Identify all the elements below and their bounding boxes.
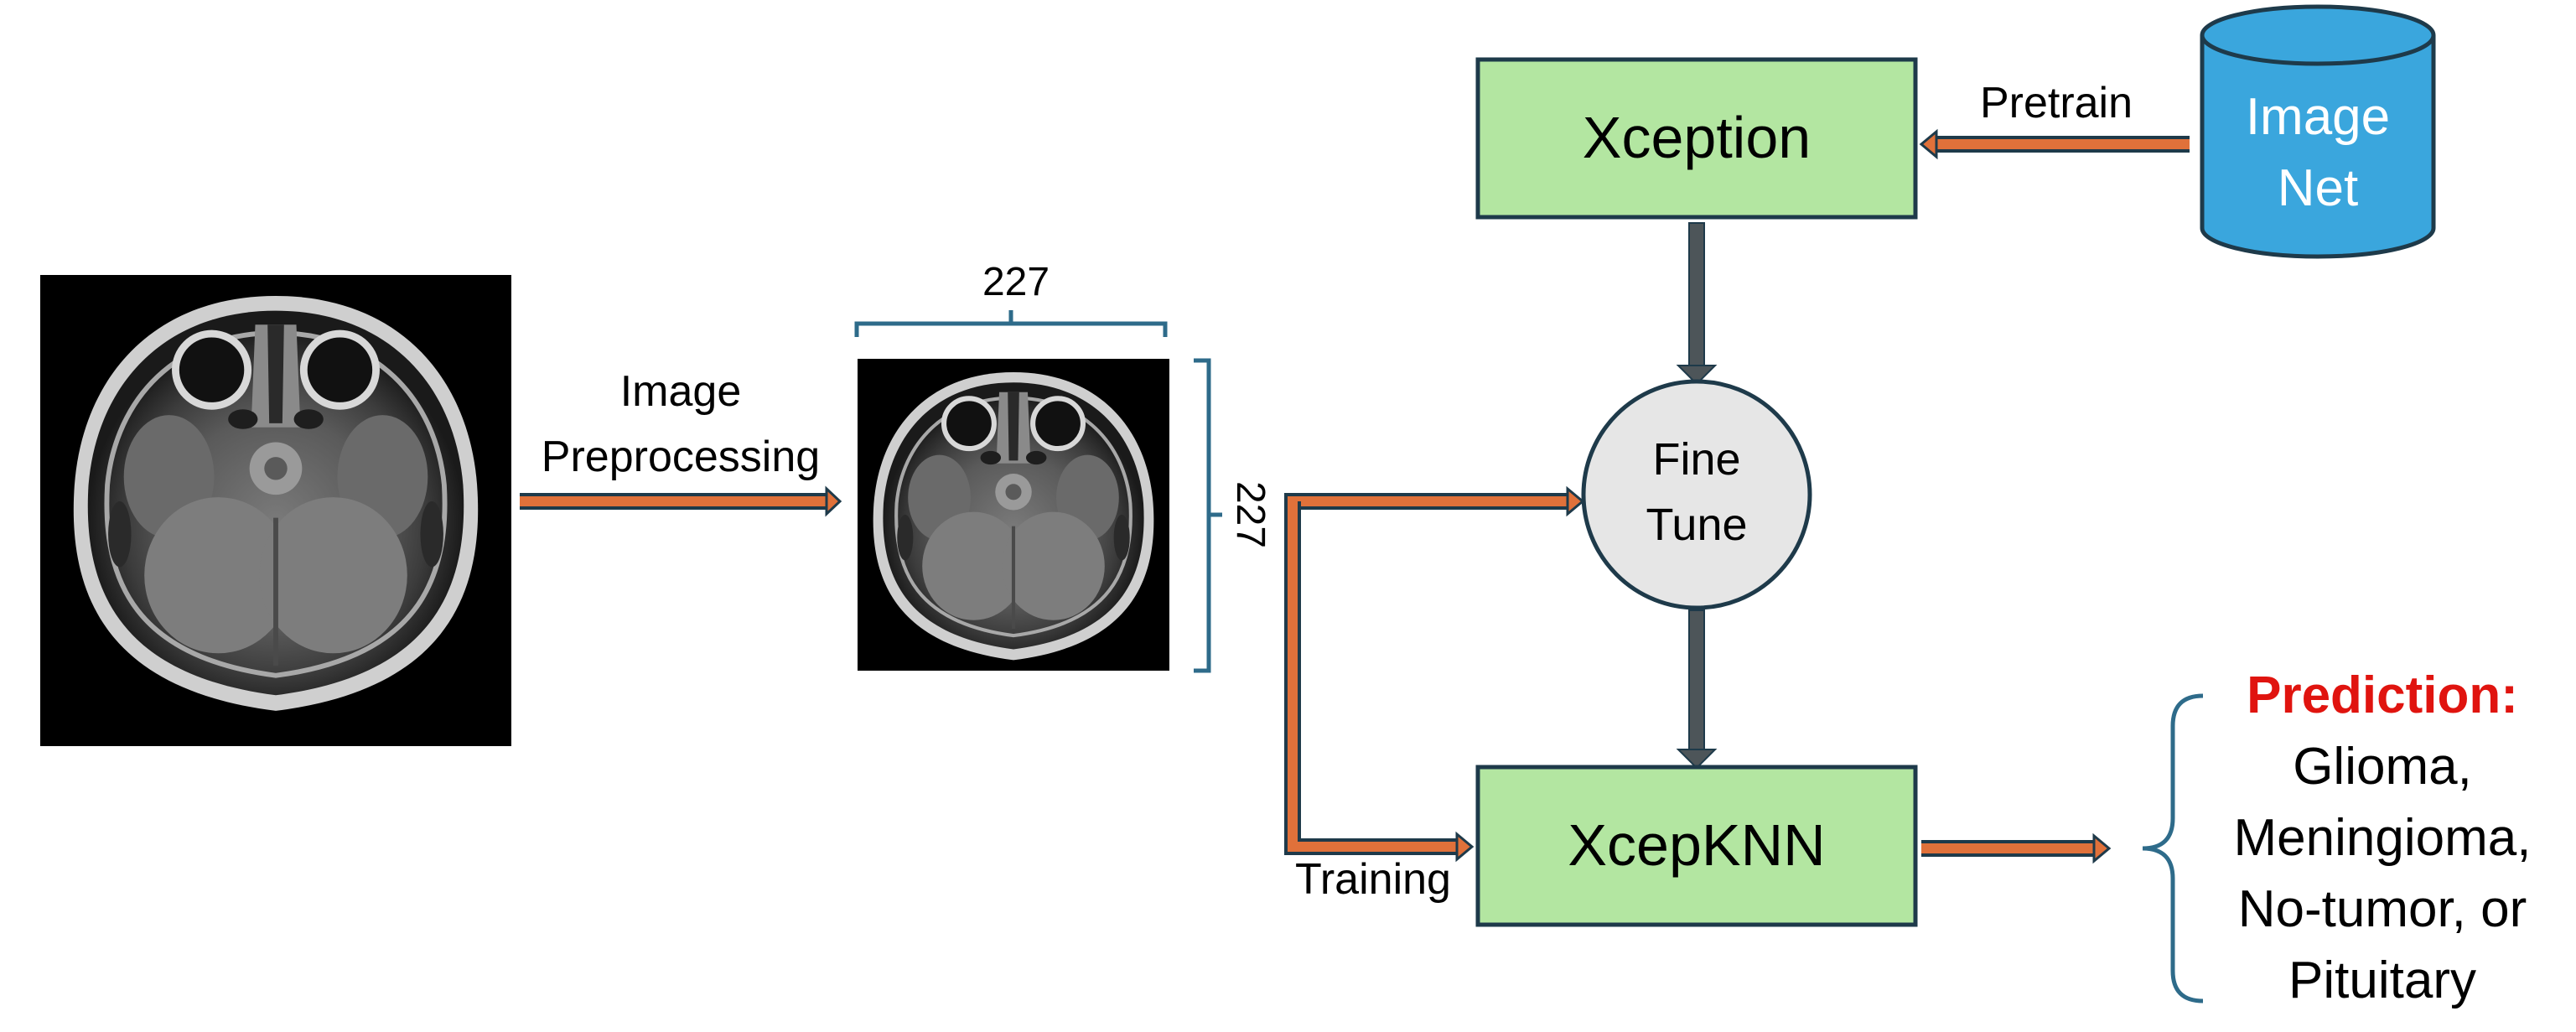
preprocessing-label-line1: Image [620, 367, 742, 416]
preprocessing-label-line2: Preprocessing [542, 433, 820, 481]
imagenet-database-icon [2200, 4, 2436, 259]
width-dimension-label: 227 [982, 260, 1050, 304]
prediction-brace [2142, 693, 2204, 1003]
xcepknn-label: XcepKNN [1568, 812, 1825, 878]
prediction-title: Prediction: [2247, 666, 2518, 724]
xcepknn-box [1475, 765, 1918, 927]
prediction-class-glioma: Glioma, [2293, 738, 2472, 796]
pretrain-arrow [1919, 128, 2190, 160]
preprocessing-arrow [520, 485, 842, 517]
imagenet-label-line1: Image [2246, 88, 2390, 146]
height-bracket [1194, 358, 1222, 673]
height-dimension-label: 227 [1228, 481, 1272, 548]
xception-to-finetune-arrow [1676, 222, 1718, 386]
xception-box [1475, 57, 1918, 220]
fine-tune-node [1581, 379, 1812, 610]
finetune-to-xcepknn-arrow [1676, 609, 1718, 770]
pretrain-label: Pretrain [1980, 79, 2133, 127]
prediction-class-pituitary: Pituitary [2288, 952, 2476, 1009]
resized-mri-image [858, 359, 1169, 671]
input-mri-image [40, 275, 511, 746]
width-bracket [854, 310, 1168, 337]
prediction-class-no-tumor: No-tumor, or [2238, 880, 2527, 938]
fine-tune-label-line1: Fine [1652, 434, 1740, 485]
xception-label: Xception [1583, 105, 1811, 170]
imagenet-label-line2: Net [2278, 159, 2358, 217]
prediction-class-meningioma: Meningioma, [2234, 809, 2532, 867]
output-arrow [1921, 832, 2112, 864]
fine-tune-label-line2: Tune [1646, 500, 1747, 550]
training-label: Training [1295, 855, 1451, 904]
training-connector-arrows [1284, 485, 1585, 863]
